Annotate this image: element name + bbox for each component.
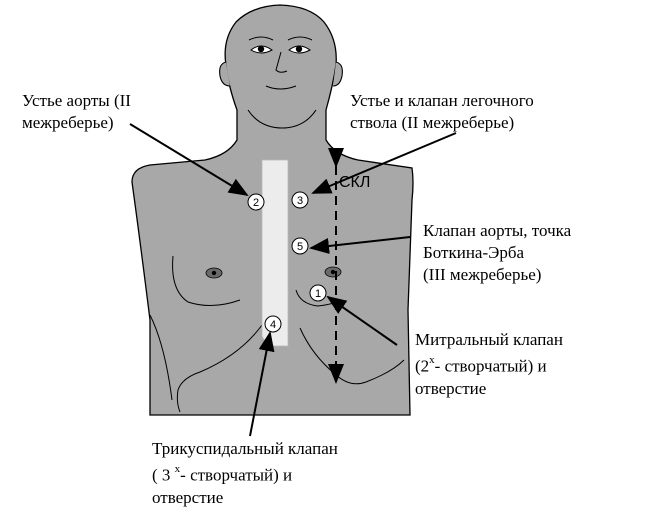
nose xyxy=(275,51,288,73)
left-abdomen-line xyxy=(176,324,263,413)
label-botkin-erb-line2: Боткина-Эрба xyxy=(423,243,525,262)
arrow-mitral xyxy=(326,295,398,346)
label-tricuspid: Трикуспидальный клапан ( 3 х- створчатый… xyxy=(152,438,338,509)
label-tricuspid-line1: Трикуспидальный клапан xyxy=(152,439,338,458)
label-aorta-orifice-line2: межреберье) xyxy=(22,113,114,132)
right-abdomen-line xyxy=(299,327,405,385)
left-flank-line xyxy=(149,314,173,401)
label-tricuspid-line3: отверстие xyxy=(152,487,224,507)
label-aorta-orifice: Устье аорты (II межреберье) xyxy=(22,90,131,134)
label-tricuspid-line2: ( 3 х- створчатый) и xyxy=(152,460,338,487)
arrow-pulmonary xyxy=(311,132,457,194)
marker-2: 2 xyxy=(247,193,265,211)
left-chest-contour xyxy=(172,255,241,306)
svg-text:5: 5 xyxy=(297,241,303,253)
neck-line xyxy=(247,109,317,129)
svg-text:2: 2 xyxy=(253,197,259,209)
label-botkin-erb-line1: Клапан аорты, точка xyxy=(423,221,572,240)
left-eye xyxy=(250,45,273,54)
label-mitral-line2-sup: х xyxy=(429,354,435,366)
label-pulmonary-line2: ствола (II межреберье) xyxy=(350,113,515,132)
svg-text:1: 1 xyxy=(315,288,321,300)
right-eye xyxy=(288,45,311,54)
label-mitral-line1: Митральный клапан xyxy=(415,330,563,349)
label-mitral-line2-post: - створчатый) и xyxy=(434,356,547,376)
right-ear xyxy=(332,61,343,87)
svg-text:4: 4 xyxy=(270,319,276,331)
label-botkin-erb-line3: (III межреберье) xyxy=(423,265,542,284)
marker-4: 4 xyxy=(264,315,282,333)
label-mitral: Митральный клапан (2х- створчатый) и отв… xyxy=(415,329,563,400)
right-nipple xyxy=(324,266,342,278)
marker-5: 5 xyxy=(291,237,309,255)
arrow-botkin-erb xyxy=(309,236,411,254)
arrow-aorta-orifice xyxy=(129,123,249,197)
arrow-tricuspid xyxy=(249,331,275,437)
left-nipple xyxy=(205,267,223,279)
label-tricuspid-line2-sup: х xyxy=(174,463,181,475)
label-mitral-line2: (2х- створчатый) и xyxy=(415,351,563,378)
label-aorta-orifice-line1: Устье аорты (II xyxy=(22,91,131,110)
left-ear xyxy=(219,61,231,87)
left-eyebrow xyxy=(248,36,274,41)
marker-1: 1 xyxy=(309,284,327,302)
mouth xyxy=(265,85,297,90)
label-mitral-line3: отверстие xyxy=(415,378,487,398)
label-pulmonary-line1: Устье и клапан легочного xyxy=(350,91,534,110)
label-mitral-line2-pre: (2 xyxy=(415,356,430,376)
right-eyebrow xyxy=(287,36,313,41)
marker-3: 3 xyxy=(291,191,309,209)
label-tricuspid-line2-pre: ( 3 xyxy=(152,465,175,485)
label-botkin-erb: Клапан аорты, точка Боткина-Эрба (III ме… xyxy=(423,220,571,286)
svg-text:3: 3 xyxy=(297,195,303,207)
label-tricuspid-line2-post: - створчатый) и xyxy=(180,465,293,485)
label-pulmonary: Устье и клапан легочного ствола (II межр… xyxy=(350,90,534,134)
